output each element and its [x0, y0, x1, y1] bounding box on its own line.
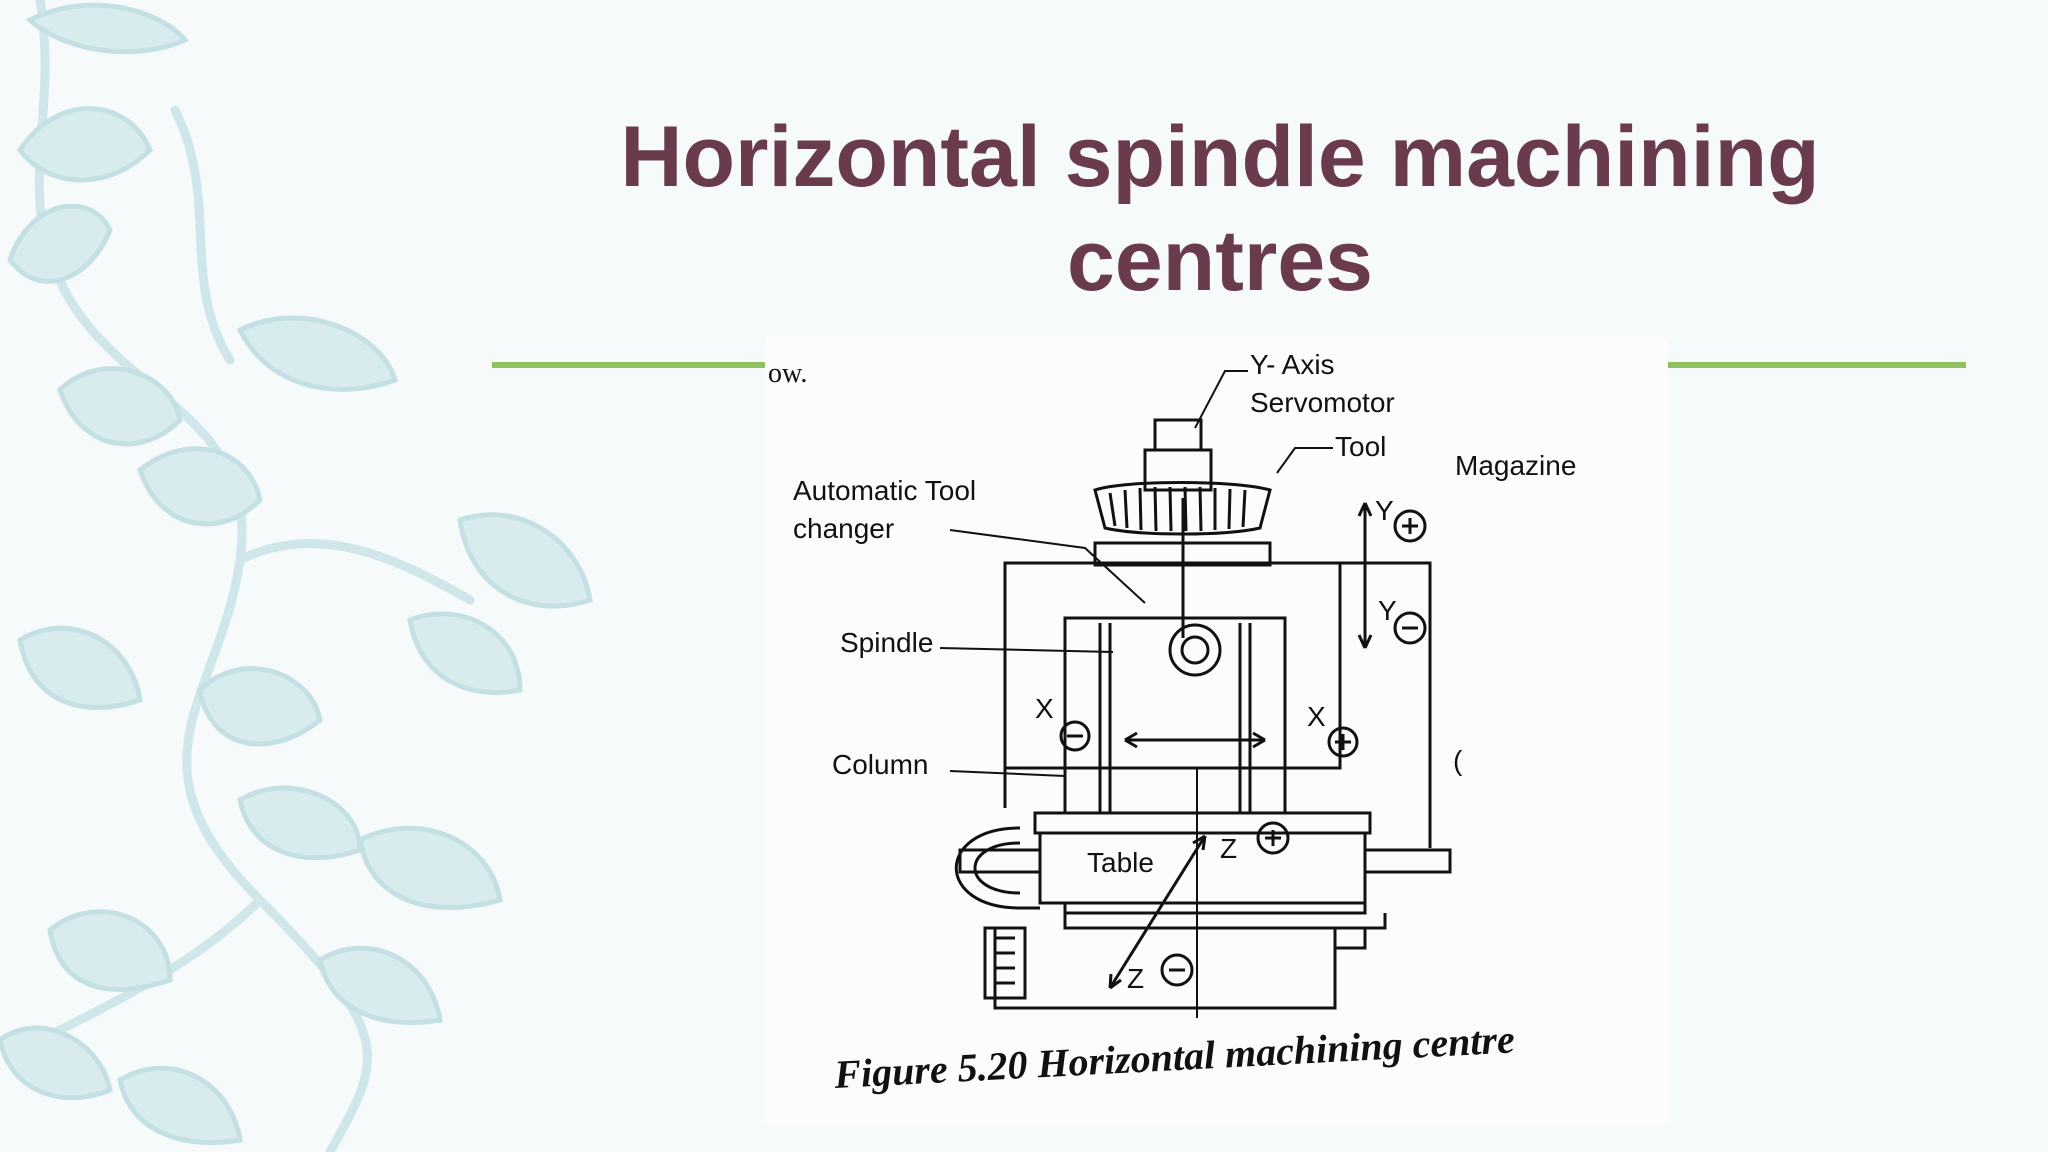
label-axis-x-minus: X — [1035, 693, 1054, 724]
accent-rule-right — [1668, 362, 1966, 368]
x-axis-arrow — [1059, 720, 1359, 758]
label-axis-x-plus: X — [1307, 701, 1326, 732]
figure-fragment-text: ow. — [768, 358, 807, 389]
label-tool: Tool — [1335, 431, 1386, 462]
slide-title-line1: Horizontal spindle machining — [620, 109, 1820, 205]
label-stray-mark: ( — [1453, 745, 1463, 776]
y-axis-arrow — [1357, 502, 1427, 649]
vine-decoration — [0, 0, 593, 1152]
label-y-axis-line2: Servomotor — [1250, 387, 1395, 418]
label-y-axis-line1: Y- Axis — [1250, 349, 1335, 380]
slide-title-line2: centres — [1067, 213, 1373, 309]
label-automatic-tool-line2: changer — [793, 513, 894, 544]
table — [954, 811, 1452, 915]
label-automatic-tool-line1: Automatic Tool — [793, 475, 976, 506]
label-table: Table — [1087, 847, 1154, 878]
label-column: Column — [832, 749, 928, 780]
servomotor — [1143, 418, 1213, 492]
leader-lines — [939, 370, 1333, 777]
label-axis-z-plus: Z — [1220, 833, 1237, 864]
spindle — [1168, 623, 1222, 677]
figure-caption: Figure 5.20 Horizontal machining centre — [832, 1016, 1516, 1097]
column — [1003, 498, 1432, 848]
label-axis-y-minus: Y — [1378, 595, 1397, 626]
z-axis-arrow — [1108, 768, 1290, 1018]
machining-centre-diagram: ow. Y- Axis Servomotor Tool Magazine Aut… — [768, 349, 1576, 1097]
label-axis-y-plus: Y — [1375, 495, 1394, 526]
slide-title: Horizontal spindle machining centres — [560, 105, 1880, 313]
label-spindle: Spindle — [840, 627, 933, 658]
base — [983, 913, 1387, 1010]
tool-magazine — [1093, 481, 1272, 536]
label-axis-z-minus: Z — [1127, 963, 1144, 994]
accent-rule-left — [492, 362, 772, 368]
label-magazine: Magazine — [1455, 450, 1576, 481]
figure-image: ow. Y- Axis Servomotor Tool Magazine Aut… — [765, 338, 1668, 1124]
